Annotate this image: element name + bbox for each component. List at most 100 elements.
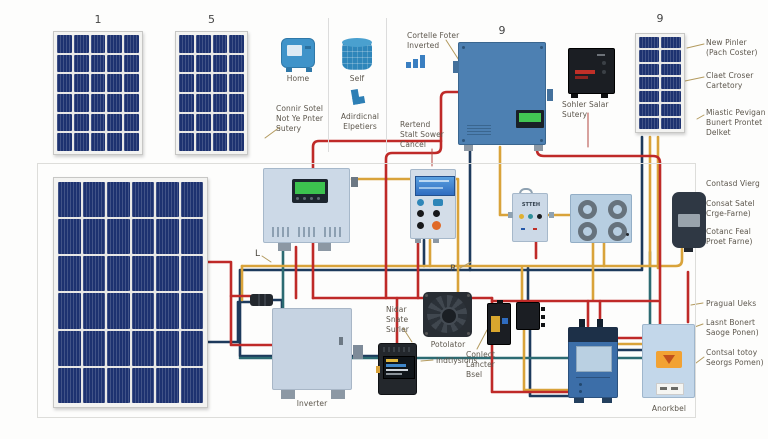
warning-sticker	[656, 351, 682, 368]
cooling-fan	[423, 292, 472, 337]
cabinet-label: Anorkbel	[651, 404, 687, 413]
button-black	[417, 222, 424, 229]
pointer-line	[696, 114, 705, 120]
label-contsal: Contsal totoy Seorgs Pomen)	[706, 348, 764, 368]
fan-hub	[440, 307, 458, 325]
bar	[406, 62, 411, 68]
label-lasnt: Lasnt Bonert Saoge Ponen)	[706, 318, 759, 338]
inverter-foot	[331, 390, 345, 399]
vent	[383, 347, 413, 352]
button-teal	[417, 199, 424, 206]
self-label: Self	[349, 74, 365, 83]
mc4-connector	[250, 294, 273, 306]
home-icon-foot	[286, 68, 292, 72]
battery-tower	[568, 319, 618, 398]
screen-blue	[386, 364, 406, 367]
handle	[519, 188, 533, 195]
wire-segment	[528, 328, 570, 398]
additional-note: Adirdicnal Elpetiers	[340, 112, 380, 132]
battery-terminal	[597, 319, 603, 327]
screen-line	[386, 369, 408, 371]
terminal	[497, 300, 503, 304]
charger-foot	[684, 248, 693, 252]
buttons-row	[296, 197, 299, 200]
door-dots	[579, 383, 582, 386]
wire-segment	[535, 145, 662, 326]
pointer-line	[420, 359, 434, 362]
wire-segment	[205, 300, 252, 344]
panel-count-label: 9	[656, 12, 664, 25]
inverter-side-port	[453, 61, 459, 73]
r-marker: R	[450, 264, 457, 274]
label-cotanc: Cotanc Feal Proet Farne)	[706, 227, 753, 247]
battery-red-display	[575, 70, 595, 74]
port	[433, 239, 439, 243]
inverter-vent	[467, 123, 491, 135]
pointer-line	[476, 329, 488, 350]
breaker-label	[491, 316, 500, 332]
wire-segment	[229, 294, 274, 347]
label-pragual: Pragual Ueks	[706, 299, 757, 308]
l-marker: L	[255, 249, 261, 259]
inverter-label: Inverter	[296, 399, 328, 408]
vent	[272, 227, 292, 237]
database-icon	[342, 38, 372, 70]
inverter-number-label: 9	[498, 24, 506, 37]
label-claet: Claet Croser Cartetory	[706, 71, 754, 91]
wire-segment	[384, 90, 460, 300]
solar-panel-array-main	[53, 177, 208, 408]
terminals	[541, 307, 545, 311]
solar-battery	[568, 48, 615, 94]
pointer-line	[402, 327, 413, 343]
inverter-foot	[281, 390, 295, 399]
indicator-teal	[528, 214, 533, 219]
side-port	[508, 212, 513, 218]
screen-yellow	[386, 359, 398, 362]
bar-chart-icon	[406, 54, 428, 68]
solar-battery-label: Sohler Salar Sutery	[562, 100, 609, 120]
label-consat: Consat Satel Crge-Farne)	[706, 199, 755, 219]
screws	[425, 294, 428, 297]
side-port	[351, 177, 358, 187]
solar-cells	[179, 35, 244, 151]
home-icon	[281, 38, 315, 72]
solar-panel-array-1	[53, 31, 143, 155]
battery-dials	[602, 61, 606, 65]
battery-note: Connir Sotel Not Ye Pnter Sutery	[276, 104, 324, 134]
vent	[324, 227, 344, 237]
fan-label: Potolator	[430, 340, 466, 349]
pointer-line	[686, 43, 705, 49]
battery-red-display	[575, 76, 588, 79]
pointer-line	[684, 76, 705, 82]
ring-terminal	[608, 222, 627, 241]
button-teal-square	[433, 199, 443, 206]
panel-count-label: 5	[208, 13, 215, 26]
ring-terminal	[578, 200, 597, 219]
device-foot	[318, 243, 331, 251]
port	[415, 239, 421, 243]
solar-cells	[57, 35, 139, 151]
bar	[413, 59, 418, 68]
indicator-black	[537, 214, 542, 219]
inverter-side-port	[547, 89, 553, 101]
inverter-display-screen	[519, 113, 541, 122]
green-lcd	[295, 182, 325, 194]
dot	[626, 233, 629, 236]
home-icon-screen	[287, 45, 302, 56]
dc-breaker	[487, 300, 511, 345]
main-inverter	[453, 42, 553, 145]
label-contasd: Contasd Vierg	[706, 179, 760, 188]
warning-triangle-icon	[663, 355, 675, 364]
label-conlect: Conlect Lancter Bsel	[466, 350, 496, 380]
junction-box	[570, 194, 632, 243]
battery-foot	[601, 94, 608, 98]
pointer-line	[261, 255, 272, 263]
label-nidar: Nidar Snate Surler	[386, 305, 409, 335]
battery-foot	[602, 398, 612, 403]
battery-screen	[576, 346, 612, 372]
screen-line	[386, 373, 402, 375]
lcd-line	[419, 180, 449, 182]
label-miastic: Miastic Pevigan Bunert Prontet Delket	[706, 108, 766, 138]
wire-segment	[350, 177, 460, 294]
